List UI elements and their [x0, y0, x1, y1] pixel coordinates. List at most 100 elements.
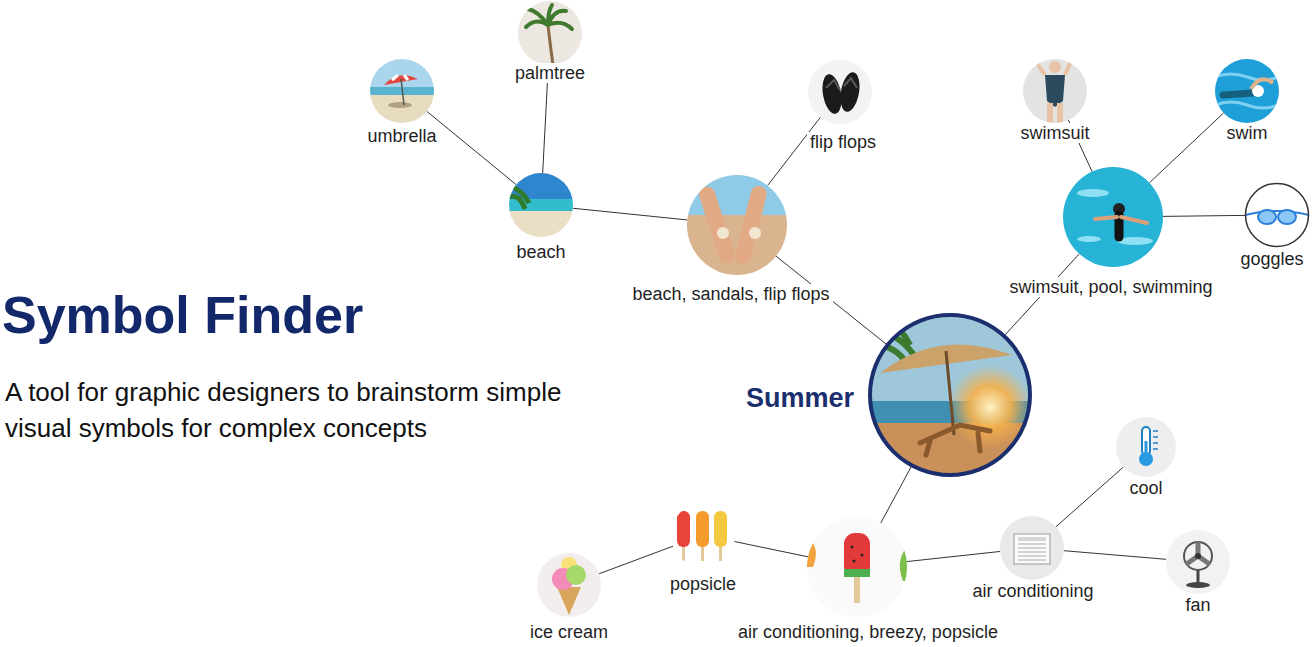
symbol-label: swimsuit: [1018, 123, 1093, 144]
connector-line: [573, 208, 687, 220]
air-conditioner-picture: [1000, 516, 1064, 580]
hub-symbol-node: Summer: [870, 315, 1030, 475]
symbol-node: air conditioning: [1000, 516, 1064, 580]
symbol-node: beach, sandals, flip flops: [687, 175, 787, 275]
umbrella-picture: [370, 95, 434, 123]
watermelon-popsicle-picture: [807, 517, 907, 617]
popsicle-picture: [671, 503, 735, 567]
symbol-node: palmtree: [518, 1, 582, 65]
watermelon-popsicle-picture: [861, 554, 864, 557]
pool-picture: [1063, 167, 1163, 267]
swimsuit-picture: [1023, 59, 1087, 123]
sandals-picture: [687, 215, 787, 275]
swim-picture: [1251, 79, 1273, 89]
summer-picture: [870, 315, 1030, 475]
beach-picture: [509, 173, 573, 199]
flip-flops-picture: [808, 60, 872, 124]
symbol-label: palmtree: [512, 63, 588, 84]
symbol-node: cool: [1116, 417, 1176, 477]
beach-picture: [509, 185, 529, 209]
palmtree-picture: [526, 5, 572, 29]
connector-line: [1163, 215, 1245, 216]
ice-cream-picture: [537, 553, 601, 617]
connector-line: [599, 546, 673, 574]
pool-picture: [1077, 236, 1101, 242]
beach-picture: [509, 211, 573, 237]
popsicle-picture: [682, 545, 685, 561]
symbol-node: ice cream: [537, 553, 601, 617]
concept-label: Summer: [743, 383, 857, 414]
symbol-label: cool: [1126, 478, 1165, 499]
flip-flops-picture: [826, 78, 857, 90]
palmtree-picture: [518, 1, 582, 65]
umbrella-picture: [370, 59, 434, 123]
page-caption: A tool for graphic designers to brainsto…: [5, 374, 620, 446]
symbol-label: air conditioning, breezy, popsicle: [735, 622, 1001, 643]
ice-cream-picture: [537, 553, 601, 617]
swim-picture: [1215, 59, 1279, 123]
popsicle-picture: [719, 545, 722, 561]
symbol-label: flip flops: [807, 132, 879, 153]
thermometer-picture: [1139, 452, 1153, 466]
symbol-label: umbrella: [364, 126, 439, 147]
air-conditioner-picture: [1000, 516, 1064, 580]
watermelon-popsicle-picture: [900, 547, 907, 581]
symbol-node: beach: [509, 173, 573, 237]
symbol-label: fan: [1182, 595, 1213, 616]
summer-picture: [920, 425, 990, 455]
connector-line: [1056, 467, 1124, 527]
palmtree-picture: [548, 25, 553, 65]
goggles-picture: [1246, 184, 1309, 247]
connector-line: [1064, 551, 1166, 560]
summer-picture: [870, 315, 1032, 475]
symbol-label: goggles: [1237, 249, 1306, 270]
air-conditioner-picture: [1018, 537, 1046, 541]
swim-picture: [1215, 59, 1279, 123]
symbol-node: umbrella: [370, 59, 434, 123]
umbrella-picture: [401, 79, 404, 105]
connector-line: [881, 465, 912, 523]
symbol-node: flip flops: [808, 60, 872, 124]
sandals-picture: [749, 227, 761, 239]
sandals-picture: [734, 184, 769, 265]
symbol-node: air conditioning, breezy, popsicle: [807, 517, 907, 617]
popsicle-picture: [701, 545, 704, 561]
fan-picture: [1188, 544, 1208, 563]
thermometer-picture: [1116, 417, 1176, 477]
beach-picture: [509, 173, 573, 237]
swim-picture: [1215, 74, 1279, 108]
symbol-label: swim: [1224, 123, 1271, 144]
goggles-picture: [1245, 183, 1309, 247]
symbol-node: fan: [1166, 530, 1230, 594]
watermelon-popsicle-picture: [844, 569, 870, 577]
watermelon-popsicle-picture: [851, 546, 854, 549]
fan-picture: [1195, 553, 1201, 559]
connector-line: [907, 551, 1000, 561]
symbol-label: ice cream: [527, 622, 611, 643]
symbol-node: swimsuit, pool, swimming: [1063, 167, 1163, 267]
swimsuit-picture: [1045, 75, 1065, 107]
goggles-picture: [1245, 183, 1309, 247]
umbrella-picture: [388, 102, 412, 108]
pool-picture: [1077, 189, 1109, 197]
symbol-label: popsicle: [667, 574, 739, 595]
symbol-label: swimsuit, pool, swimming: [1006, 277, 1215, 298]
swim-picture: [1215, 59, 1279, 123]
connector-line: [1149, 113, 1223, 183]
thermometer-picture: [1116, 417, 1176, 477]
flip-flops-picture: [838, 71, 863, 114]
air-conditioner-picture: [1000, 516, 1064, 580]
swim-picture: [1223, 93, 1253, 95]
popsicle-picture: [671, 503, 735, 567]
symbol-label: beach: [513, 242, 568, 263]
swimsuit-picture: [1049, 61, 1061, 73]
popsicle-picture: [671, 503, 735, 567]
umbrella-picture: [392, 75, 408, 80]
thermometer-picture: [1116, 417, 1176, 477]
ice-cream-picture: [557, 587, 581, 615]
page-title: Symbol Finder: [2, 287, 363, 344]
beach-picture: [509, 173, 573, 237]
watermelon-popsicle-picture: [807, 517, 907, 617]
watermelon-popsicle-picture: [854, 573, 860, 603]
